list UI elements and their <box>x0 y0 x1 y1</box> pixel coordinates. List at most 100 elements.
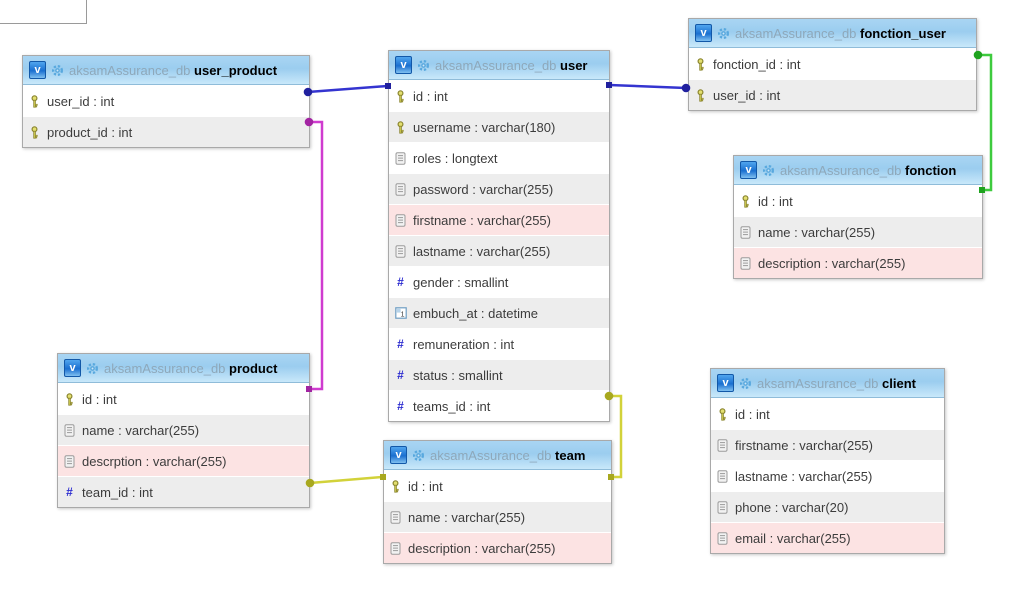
column-user_product-user_id[interactable]: user_id : int <box>23 85 309 116</box>
column-label: id : int <box>82 391 117 407</box>
column-product-id[interactable]: id : int <box>58 383 309 414</box>
table-product[interactable]: v aksamAssurance_db product id : int name… <box>57 353 310 508</box>
column-user-roles[interactable]: roles : longtext <box>389 142 609 173</box>
column-user-password[interactable]: password : varchar(255) <box>389 173 609 204</box>
table-user_product[interactable]: v aksamAssurance_db user_product user_id… <box>22 55 310 148</box>
column-label: name : varchar(255) <box>758 224 876 240</box>
database-name: aksamAssurance_db fonction <box>780 163 956 178</box>
relation-user_product-product <box>309 120 324 391</box>
numeric-column-icon: # <box>397 337 404 351</box>
text-column-icon <box>394 182 407 196</box>
designer-v-icon[interactable]: v <box>29 61 46 79</box>
table-header[interactable]: v aksamAssurance_db team <box>384 441 611 470</box>
text-column-icon <box>716 500 729 514</box>
column-list: id : int username : varchar(180) roles : l… <box>389 80 609 421</box>
table-header[interactable]: v aksamAssurance_db client <box>711 369 944 398</box>
numeric-column-icon: # <box>397 275 404 289</box>
text-column-icon <box>389 541 402 555</box>
column-fonction_user-fonction_id[interactable]: fonction_id : int <box>689 48 976 79</box>
column-label: lastname : varchar(255) <box>735 468 873 484</box>
column-label: firstname : varchar(255) <box>735 437 873 453</box>
column-client-phone[interactable]: phone : varchar(20) <box>711 491 944 522</box>
table-fonction_user[interactable]: v aksamAssurance_db fonction_user foncti… <box>688 18 977 111</box>
numeric-column-icon: # <box>66 485 73 499</box>
column-label: username : varchar(180) <box>413 119 556 135</box>
column-user-teams_id[interactable]: #teams_id : int <box>389 390 609 421</box>
column-label: product_id : int <box>47 124 133 140</box>
designer-v-icon[interactable]: v <box>695 24 712 42</box>
column-client-email[interactable]: email : varchar(255) <box>711 522 944 553</box>
designer-v-icon[interactable]: v <box>740 161 757 179</box>
partial-table-frame <box>0 0 87 24</box>
column-client-id[interactable]: id : int <box>711 398 944 429</box>
column-product-team_id[interactable]: #team_id : int <box>58 476 309 507</box>
table-header[interactable]: v aksamAssurance_db fonction <box>734 156 982 185</box>
column-fonction-name[interactable]: name : varchar(255) <box>734 216 982 247</box>
column-list: id : int name : varchar(255) description :… <box>734 185 982 278</box>
column-client-lastname[interactable]: lastname : varchar(255) <box>711 460 944 491</box>
gear-icon[interactable] <box>51 64 64 77</box>
primary-key-icon <box>28 125 41 139</box>
designer-v-icon[interactable]: v <box>64 359 81 377</box>
db-name-label: aksamAssurance_db <box>430 447 552 463</box>
gear-icon[interactable] <box>739 377 752 390</box>
column-label: firstname : varchar(255) <box>413 212 551 228</box>
column-product-descrption[interactable]: descrption : varchar(255) <box>58 445 309 476</box>
db-name-label: aksamAssurance_db <box>104 360 226 376</box>
designer-v-icon[interactable]: v <box>390 446 407 464</box>
gear-icon[interactable] <box>417 59 430 72</box>
db-name-label: aksamAssurance_db <box>69 62 191 78</box>
table-name-label: product <box>229 360 278 376</box>
column-label: password : varchar(255) <box>413 181 554 197</box>
gear-icon[interactable] <box>86 362 99 375</box>
column-user-firstname[interactable]: firstname : varchar(255) <box>389 204 609 235</box>
column-label: id : int <box>735 406 770 422</box>
table-header[interactable]: v aksamAssurance_db product <box>58 354 309 383</box>
column-label: roles : longtext <box>413 150 498 166</box>
gear-icon[interactable] <box>717 27 730 40</box>
primary-key-icon <box>389 479 402 493</box>
column-label: user_id : int <box>713 87 781 103</box>
table-name-label: fonction_user <box>860 25 946 41</box>
column-label: id : int <box>413 88 448 104</box>
column-label: descrption : varchar(255) <box>82 453 227 469</box>
column-user-status[interactable]: #status : smallint <box>389 359 609 390</box>
table-fonction[interactable]: v aksamAssurance_db fonction id : int nam… <box>733 155 983 279</box>
column-client-firstname[interactable]: firstname : varchar(255) <box>711 429 944 460</box>
column-user-lastname[interactable]: lastname : varchar(255) <box>389 235 609 266</box>
designer-v-icon[interactable]: v <box>395 56 412 74</box>
column-user-gender[interactable]: #gender : smallint <box>389 266 609 297</box>
column-label: lastname : varchar(255) <box>413 243 551 259</box>
table-header[interactable]: v aksamAssurance_db fonction_user <box>689 19 976 48</box>
column-team-id[interactable]: id : int <box>384 470 611 501</box>
primary-key-icon <box>716 407 729 421</box>
column-fonction_user-user_id[interactable]: user_id : int <box>689 79 976 110</box>
column-user_product-product_id[interactable]: product_id : int <box>23 116 309 147</box>
column-user-remuneration[interactable]: #remuneration : int <box>389 328 609 359</box>
table-header[interactable]: v aksamAssurance_db user_product <box>23 56 309 85</box>
column-label: name : varchar(255) <box>82 422 200 438</box>
primary-key-icon <box>694 57 707 71</box>
table-name-label: user_product <box>194 62 278 78</box>
column-list: id : int name : varchar(255) descrption : … <box>58 383 309 507</box>
table-header[interactable]: v aksamAssurance_db user <box>389 51 609 80</box>
column-fonction-id[interactable]: id : int <box>734 185 982 216</box>
database-name: aksamAssurance_db user <box>435 58 588 73</box>
column-team-description[interactable]: description : varchar(255) <box>384 532 611 563</box>
column-user-id[interactable]: id : int <box>389 80 609 111</box>
column-team-name[interactable]: name : varchar(255) <box>384 501 611 532</box>
gear-icon[interactable] <box>412 449 425 462</box>
gear-icon[interactable] <box>762 164 775 177</box>
column-label: teams_id : int <box>413 398 491 414</box>
db-name-label: aksamAssurance_db <box>780 162 902 178</box>
column-product-name[interactable]: name : varchar(255) <box>58 414 309 445</box>
designer-v-icon[interactable]: v <box>717 374 734 392</box>
table-client[interactable]: v aksamAssurance_db client id : int first… <box>710 368 945 554</box>
table-user[interactable]: v aksamAssurance_db user id : int usernam… <box>388 50 610 422</box>
text-column-icon <box>63 423 76 437</box>
column-fonction-description[interactable]: description : varchar(255) <box>734 247 982 278</box>
column-user-username[interactable]: username : varchar(180) <box>389 111 609 142</box>
